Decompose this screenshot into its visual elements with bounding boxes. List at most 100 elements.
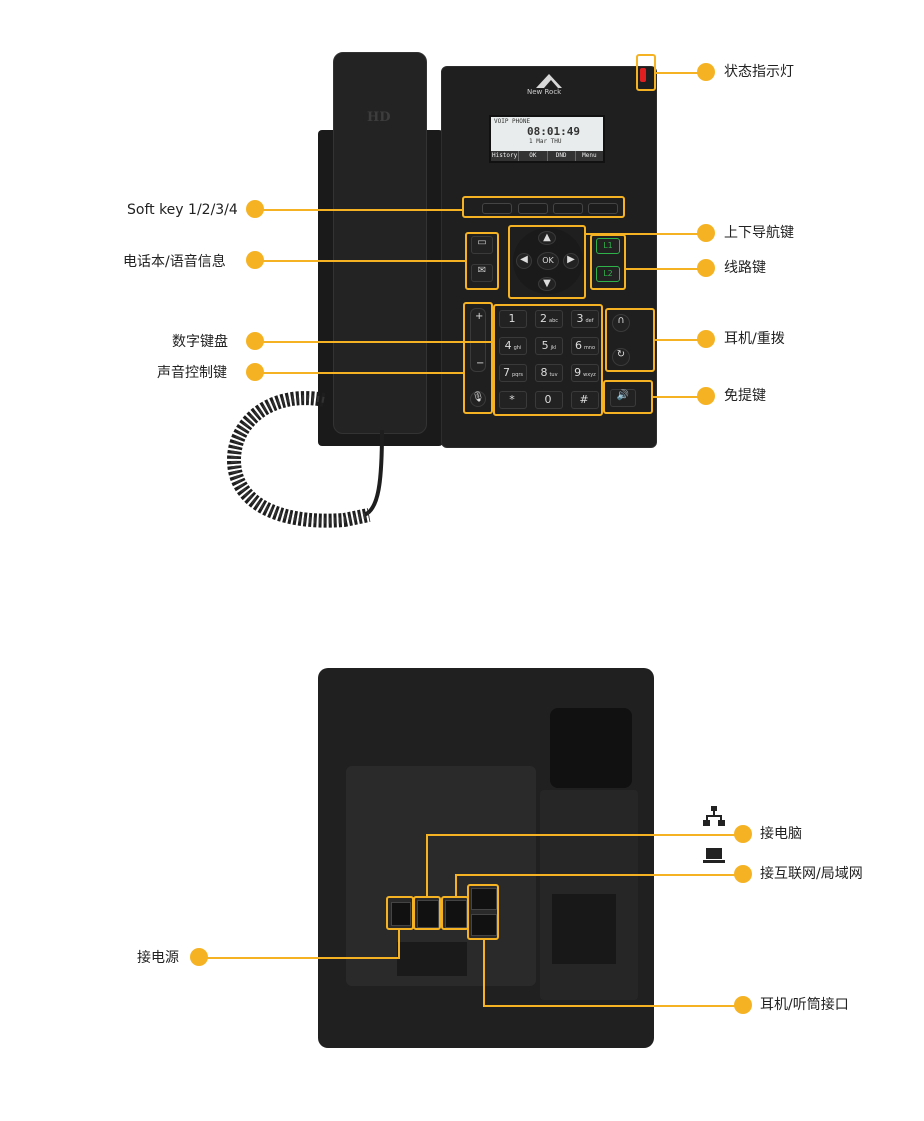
network-icon — [703, 806, 725, 826]
soft-key-1[interactable] — [482, 203, 512, 214]
highlight-headset-port — [467, 884, 499, 940]
volume-up-icon: + — [475, 311, 484, 322]
lcd-time: 08:01:49 — [527, 125, 580, 138]
leader-power-h — [202, 957, 400, 959]
handset-port[interactable] — [471, 914, 497, 936]
keypad-letters: abc — [549, 318, 558, 324]
back-label-area — [552, 894, 616, 964]
nav-up-button[interactable]: ▲ — [538, 231, 556, 245]
callout-dot-speaker — [697, 387, 715, 405]
lcd-softkey-4: Menu — [574, 151, 603, 161]
leader-softkey — [258, 209, 463, 211]
leader-pc-h — [426, 834, 738, 836]
leader-phonebook — [258, 260, 466, 262]
headset-port[interactable] — [471, 888, 497, 910]
status-led — [640, 68, 646, 82]
highlight-pc-port — [413, 896, 441, 930]
leader-nav — [586, 233, 702, 235]
line-key-1[interactable]: L1 — [596, 238, 620, 254]
label-volume: 声音控制键 — [157, 365, 227, 381]
keypad-digit: 3 — [576, 312, 584, 325]
mute-button[interactable]: 🎙 — [470, 391, 486, 407]
highlight-phonebook — [465, 232, 499, 290]
keypad-letters: def — [585, 318, 594, 324]
callout-dot-status-led — [697, 63, 715, 81]
label-internet: 接互联网/局域网 — [760, 866, 863, 882]
redial-icon: ↻ — [616, 349, 626, 360]
label-line: 线路键 — [724, 260, 766, 276]
redial-button[interactable]: ↻ — [612, 348, 630, 366]
callout-dot-headset-redial — [697, 330, 715, 348]
soft-key-2[interactable] — [518, 203, 548, 214]
headset-button[interactable]: ∩ — [612, 314, 630, 332]
callout-dot-headset-port — [734, 996, 752, 1014]
lcd-date: 1 Mar THU — [529, 138, 562, 145]
label-headset-redial: 耳机/重拨 — [724, 331, 785, 347]
keypad-key[interactable]: 1 — [499, 310, 527, 328]
phonebook-button[interactable]: ▭ — [471, 236, 493, 254]
keypad-digit: 4 — [504, 339, 512, 352]
nav-down-button[interactable]: ▼ — [538, 277, 556, 291]
highlight-status-led — [636, 54, 656, 91]
envelope-icon: ✉ — [477, 265, 487, 276]
leader-volume — [258, 372, 464, 374]
callout-dot-internet — [734, 865, 752, 883]
soft-key-4[interactable] — [588, 203, 618, 214]
keypad-key[interactable]: 0 — [535, 391, 563, 409]
leader-headset-port-h — [483, 1005, 738, 1007]
callout-dot-pc — [734, 825, 752, 843]
callout-dot-line — [697, 259, 715, 277]
nav-right-button[interactable]: ▶ — [563, 253, 579, 269]
leader-keypad — [258, 341, 494, 343]
line-key-1-label: L1 — [603, 241, 613, 250]
lcd-header: VOIP PHONE — [494, 118, 531, 125]
leader-status-led — [656, 72, 702, 74]
speaker-button[interactable]: 🔊 — [610, 389, 636, 407]
power-port[interactable] — [391, 902, 411, 926]
highlight-headset-redial — [605, 308, 655, 372]
label-speaker: 免提键 — [724, 388, 766, 404]
label-keypad: 数字键盘 — [172, 334, 228, 350]
back-handset-hook — [550, 708, 632, 788]
back-sticker — [397, 942, 467, 976]
keypad-digit: 9 — [574, 366, 582, 379]
leader-pc-v — [426, 834, 428, 896]
keypad-letters: tuv — [549, 372, 558, 378]
keypad-digit: 0 — [544, 393, 552, 406]
volume-rocker[interactable]: + − — [470, 308, 486, 372]
keypad-letters: ghi — [513, 345, 522, 351]
keypad-digit: * — [509, 393, 515, 406]
keypad-key[interactable]: # — [571, 391, 599, 409]
volume-down-icon: − — [476, 358, 485, 369]
highlight-keypad — [493, 304, 603, 416]
soft-key-3[interactable] — [553, 203, 583, 214]
coiled-cord — [226, 391, 384, 528]
logo-text: New Rock — [527, 88, 562, 96]
nav-ok-button[interactable]: OK — [537, 252, 559, 270]
lcd-screen: VOIP PHONE 08:01:49 1 Mar THU History OK… — [489, 115, 605, 163]
keypad-key[interactable]: * — [499, 391, 527, 409]
label-headset-port: 耳机/听筒接口 — [760, 997, 849, 1013]
keypad-letters: mno — [583, 345, 596, 351]
voicemail-button[interactable]: ✉ — [471, 264, 493, 282]
highlight-power-port — [386, 896, 414, 930]
leader-headset-port-v — [483, 940, 485, 1006]
keypad-digit: 6 — [574, 339, 582, 352]
pc-port[interactable] — [417, 900, 439, 928]
speaker-icon: 🔊 — [616, 390, 630, 401]
headset-icon: ∩ — [617, 315, 625, 326]
callout-dot-power — [190, 948, 208, 966]
keypad-digit: 1 — [508, 312, 516, 325]
nav-left-button[interactable]: ◀ — [516, 253, 532, 269]
line-key-2[interactable]: L2 — [596, 266, 620, 282]
internet-port[interactable] — [445, 900, 467, 928]
